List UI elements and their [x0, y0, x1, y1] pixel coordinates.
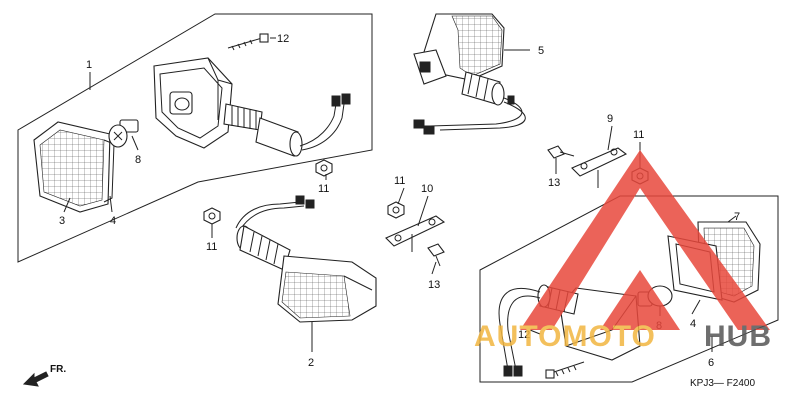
callout-13a: 13 [428, 279, 440, 291]
callout-9: 9 [607, 113, 613, 125]
winker-housing-left [153, 57, 233, 149]
bracket-part-9 [571, 147, 628, 188]
callout-12b: 12 [518, 329, 530, 341]
assembly-boundary-left [17, 13, 373, 263]
callout-4b: 4 [690, 318, 696, 330]
gasket-part-4a [103, 139, 115, 203]
callout-5: 5 [538, 45, 544, 57]
callout-3: 3 [59, 215, 65, 227]
front-direction-marker: FR. [22, 364, 66, 387]
svg-text:FR.: FR. [50, 364, 66, 375]
watermark-brand-a: AUTOMOTO [474, 320, 656, 353]
nut-part-11a [315, 159, 333, 177]
callout-7: 7 [734, 211, 740, 223]
callout-12a: 12 [277, 33, 289, 45]
screw-part-12b [545, 361, 585, 379]
callout-4a: 4 [110, 215, 116, 227]
front-winker-left [33, 57, 351, 213]
watermark-logo: AUTOMOTO HUB [474, 150, 772, 353]
leader-lines [63, 37, 737, 352]
callout-11b: 11 [394, 175, 405, 187]
nut-part-11b [387, 201, 405, 219]
front-winker-right [203, 195, 377, 323]
callout-8a: 8 [135, 154, 141, 166]
callout-1: 1 [86, 59, 92, 71]
diagram-code: KPJ3— F2400 [690, 378, 755, 389]
bolt-part-13a [427, 243, 445, 267]
callout-11a: 11 [318, 183, 329, 195]
callout-6: 6 [708, 357, 714, 369]
rear-winker-right [413, 13, 526, 135]
watermark-triangle [520, 150, 770, 330]
callout-11c: 11 [633, 129, 644, 141]
callout-13b: 13 [548, 177, 560, 189]
bolt-part-13b [547, 145, 575, 159]
watermark-brand-b: HUB [704, 320, 772, 353]
callout-2: 2 [308, 357, 314, 369]
bulb-part-8a [108, 119, 139, 148]
nut-part-11d [203, 207, 221, 225]
callout-11d: 11 [206, 241, 217, 253]
screw-part-12a [227, 33, 269, 51]
callout-10: 10 [421, 183, 433, 195]
